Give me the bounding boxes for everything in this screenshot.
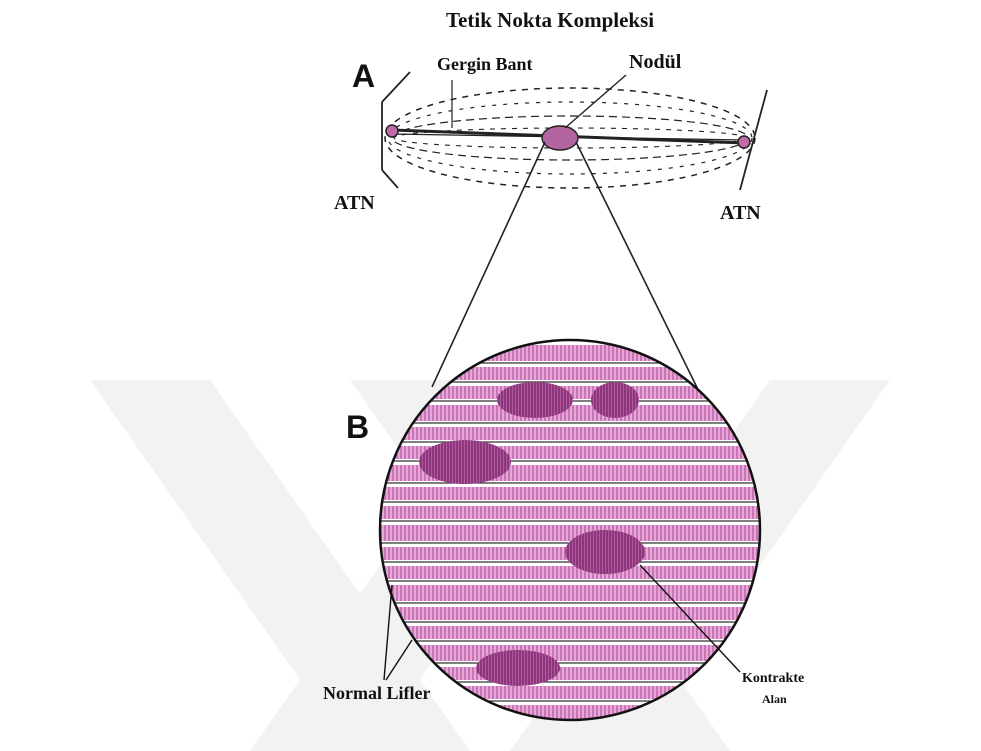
muscle-fiber (365, 705, 785, 721)
muscle-fiber (365, 367, 785, 380)
muscle-fiber (365, 585, 785, 601)
muscle-fiber (365, 566, 785, 579)
muscle-fiber (365, 487, 785, 500)
muscle-fiber (365, 386, 785, 399)
muscle-fiber (365, 506, 785, 519)
muscle-fiber (365, 345, 785, 361)
muscle-fiber (365, 405, 785, 421)
taut-band-muscle (382, 72, 767, 190)
muscle-fiber (365, 607, 785, 620)
muscle-fiber (365, 626, 785, 639)
muscle-fiber (365, 667, 785, 680)
magnified-fiber-view (365, 335, 785, 735)
muscle-fiber (365, 686, 785, 699)
muscle-fiber (365, 427, 785, 440)
